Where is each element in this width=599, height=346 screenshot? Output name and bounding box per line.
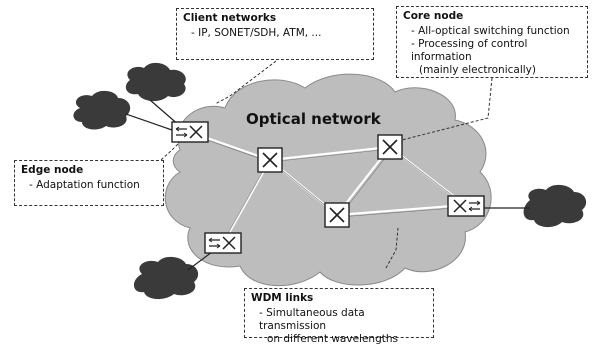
- callout-leaders: [149, 57, 493, 269]
- optical-network-cloud: [164, 73, 492, 287]
- client-networks-callout: Client networks - IP, SONET/SDH, ATM, ..…: [176, 8, 374, 60]
- edge-node-bottom-left: [204, 232, 242, 254]
- wdm-links-item: on different wavelengths: [267, 333, 398, 345]
- core-node-middle: [324, 202, 350, 228]
- edge-node-title: Edge node: [21, 164, 84, 176]
- edge-node-item: - Adaptation function: [29, 179, 140, 191]
- core-node-title: Core node: [403, 10, 464, 22]
- client-cloud-bottom-left: [133, 256, 199, 300]
- client-cloud-left: [73, 90, 131, 130]
- edge-node-top-left: [171, 121, 209, 143]
- wdm-links-title: WDM links: [251, 292, 314, 304]
- core-node-left: [257, 147, 283, 173]
- wdm-links-item: - Simultaneous data transmission: [259, 307, 365, 332]
- client-cloud-top-left: [125, 62, 186, 102]
- core-node-callout: Core node - All-optical switching functi…: [396, 6, 588, 78]
- edge-node-callout: Edge node - Adaptation function: [14, 160, 164, 206]
- core-node-item: (mainly electronically): [419, 64, 536, 76]
- core-node-top: [377, 134, 403, 160]
- core-node-item: - All-optical switching function: [411, 25, 570, 37]
- wdm-links-callout: WDM links - Simultaneous data transmissi…: [244, 288, 434, 345]
- core-node-item: - Processing of control information: [411, 38, 528, 63]
- client-networks-item: - IP, SONET/SDH, ATM, ...: [191, 27, 322, 39]
- edge-node-right: [447, 195, 485, 217]
- client-networks-title: Client networks: [183, 12, 277, 24]
- optical-network-label: Optical network: [246, 110, 381, 128]
- client-cloud-right: [523, 184, 587, 228]
